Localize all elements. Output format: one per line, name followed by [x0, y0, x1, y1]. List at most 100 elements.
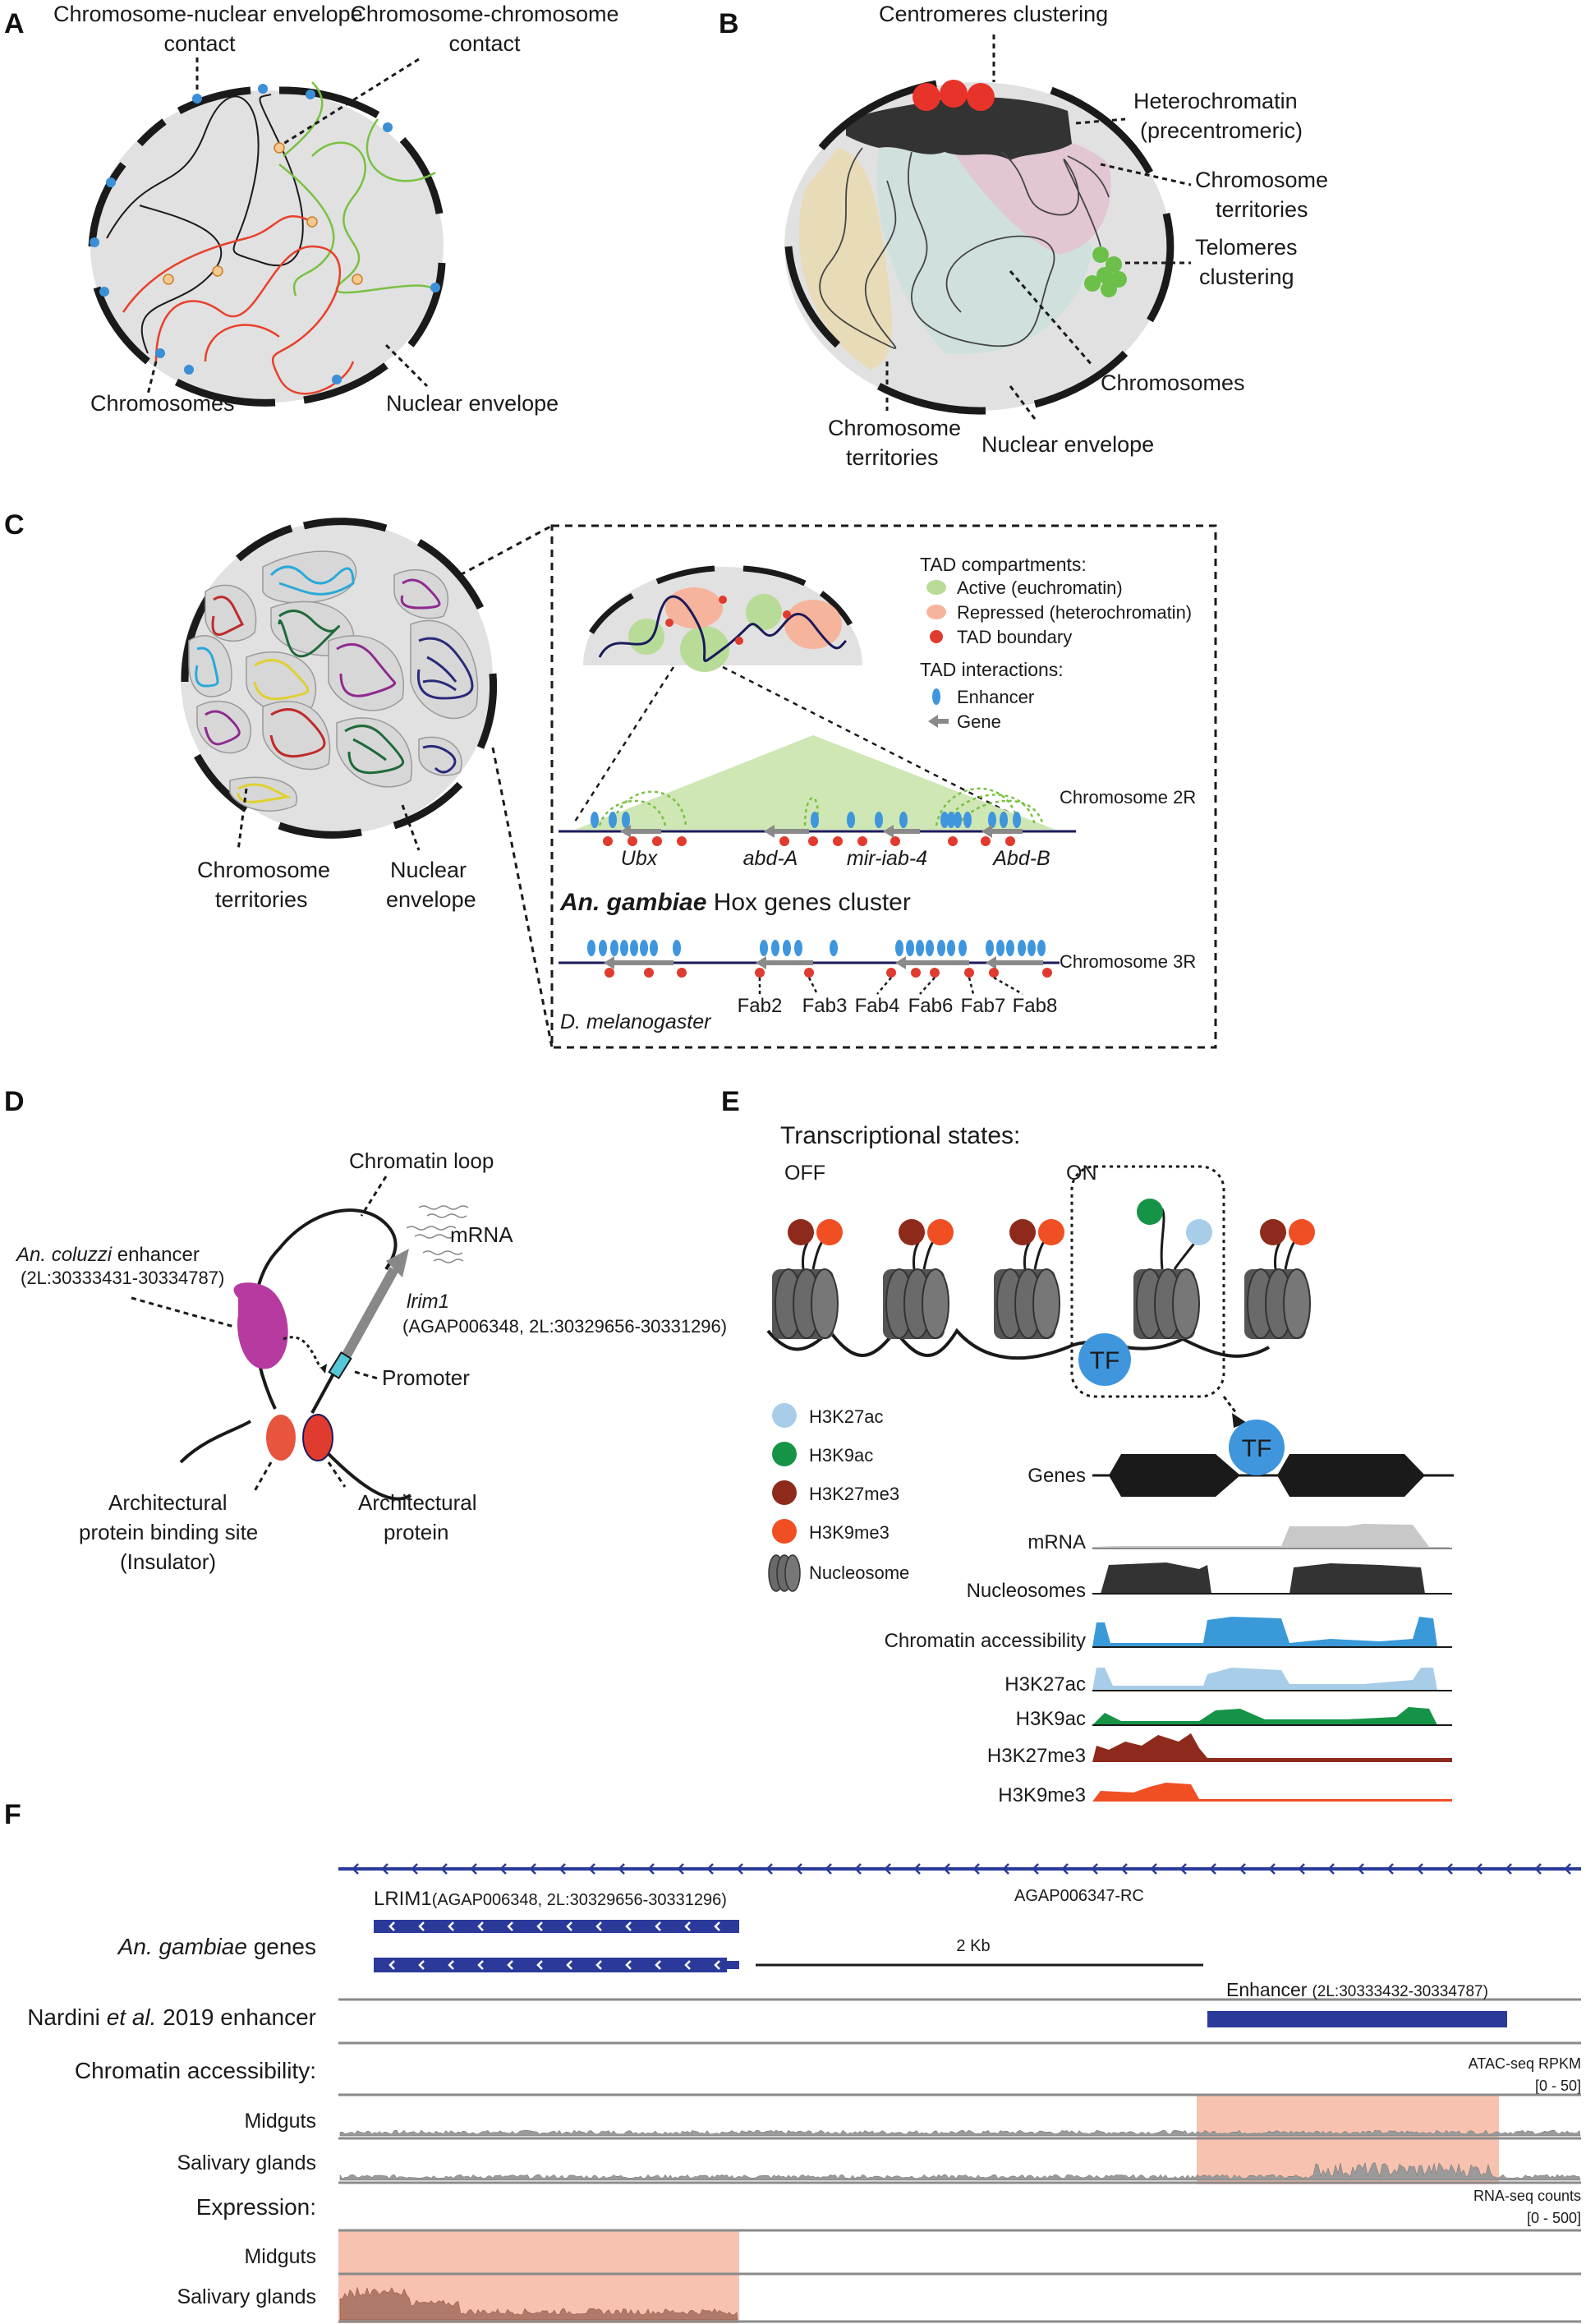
label-chromosome-2r: Chromosome 2R — [1060, 787, 1196, 808]
lrim1-transcript-1 — [374, 1920, 739, 1933]
panel-f-letter: F — [4, 1799, 21, 1830]
inset-box — [550, 524, 1217, 1049]
legend-repressed: Repressed (heterochromatin) — [957, 602, 1192, 623]
track-label-nucleosomes: Nucleosomes — [967, 1580, 1086, 1602]
label-gene-d: lrim1 — [407, 1291, 449, 1313]
atac-midguts-track — [339, 2129, 1581, 2137]
rna-salivary-track — [339, 2286, 738, 2321]
label-binding-site: Architectural — [108, 1490, 228, 1515]
label-nuclear-envelope-b: Nuclear envelope — [981, 432, 1154, 457]
legend-compartments-title: TAD compartments: — [920, 554, 1087, 575]
track-label-h3k9me3: H3K9me3 — [998, 1784, 1086, 1806]
label-off: OFF — [784, 1162, 825, 1185]
row-label-salivary-2: Salivary glands — [177, 2285, 316, 2308]
panel-c-letter: C — [4, 509, 25, 541]
label-chromosome-chromosome-contact: Chromosome-chromosome — [350, 2, 618, 26]
gene-other-label: AGAP006347-RC — [1014, 1887, 1144, 1905]
nucleosome-1 — [772, 1219, 843, 1339]
label-enhancer-d: An. coluzzi enhancer — [15, 1244, 200, 1266]
gene-lrim1-label: LRIM1(AGAP006348, 2L:30329656-30331296) — [374, 1888, 727, 1910]
row-label-expression: Expression: — [196, 2194, 316, 2220]
insulator-binding-site — [266, 1415, 296, 1461]
enhancer-blob — [233, 1282, 288, 1369]
fab-label-7: Fab7 — [961, 995, 1006, 1017]
enhancers-2r — [591, 812, 1021, 828]
label-chromosomes-b: Chromosomes — [1101, 370, 1245, 395]
label-territories-b-bottom-2: territories — [846, 445, 939, 470]
genes-2r — [620, 825, 1023, 838]
half-nucleus-c — [583, 565, 862, 672]
label-chromosome-3r: Chromosome 3R — [1060, 951, 1196, 972]
gene-label-abd-b: Abd-B — [991, 847, 1050, 870]
transcriptional-title: Transcriptional states: — [780, 1122, 1020, 1149]
track-label-h3k9ac: H3K9ac — [1016, 1708, 1086, 1730]
tracks-e: mRNA Nucleosomes Chromatin accessibility… — [885, 1524, 1452, 1806]
label-chromosome-chromosome-contact-2: contact — [448, 31, 521, 56]
enhancer-icon — [932, 688, 940, 705]
e-legend: H3K27ac H3K9ac H3K27me3 H3K9me3 Nucleoso… — [768, 1403, 909, 1592]
label-chromosomes-a: Chromosomes — [90, 391, 235, 416]
panel-a-letter: A — [4, 8, 25, 39]
panel-a: A Chromosome-nuclear envelope contact Ch… — [4, 2, 619, 416]
panel-b-letter: B — [719, 8, 739, 39]
e-legend-label-1: H3K27ac — [809, 1406, 884, 1427]
row-label-midguts-2: Midguts — [244, 2245, 316, 2268]
nuclear-envelope-c — [181, 518, 498, 839]
track-label-h3k27ac: H3K27ac — [1004, 1673, 1086, 1696]
track-label-accessibility: Chromatin accessibility — [885, 1630, 1086, 1652]
e-legend-label-3: H3K27me3 — [809, 1484, 899, 1504]
nucleosome-5 — [1244, 1219, 1315, 1339]
track-label-h3k27me3: H3K27me3 — [987, 1745, 1086, 1767]
e-legend-label-5: Nucleosome — [809, 1562, 909, 1583]
fab-label-2: Fab2 — [738, 995, 783, 1017]
panel-e-letter: E — [721, 1086, 740, 1117]
row-label-enhancer: Nardini et al. 2019 enhancer — [27, 2004, 316, 2030]
label-envelope-c: Nuclear — [390, 858, 467, 882]
label-telomeres-b-2: clustering — [1199, 265, 1294, 289]
legend-interactions-title: TAD interactions: — [920, 659, 1064, 680]
fab-label-3: Fab3 — [802, 995, 848, 1017]
panel-f: F LRIM1(AGAP006348, 2L:30329656-30331296… — [4, 1799, 1581, 2323]
hox-cluster-title: An. gambiae Hox genes cluster — [559, 889, 911, 916]
rna-range: [0 - 500] — [1527, 2210, 1581, 2226]
scale-label: 2 Kb — [956, 1937, 990, 1955]
rna-label: RNA-seq counts — [1473, 2188, 1581, 2204]
mrna-squiggles — [406, 1205, 469, 1263]
panel-b: B Centromeres clustering — [719, 2, 1328, 470]
gene-track-f: LRIM1(AGAP006348, 2L:30329656-30331296) … — [338, 1863, 1581, 1972]
label-mrna-d: mRNA — [450, 1222, 513, 1247]
tf-circle-1 — [1078, 1333, 1131, 1386]
species-label-3r: D. melanogaster — [560, 1010, 712, 1033]
legend-active: Active (euchromatin) — [957, 578, 1123, 598]
label-nuclear-envelope-a: Nuclear envelope — [386, 391, 559, 416]
tad-legend: TAD compartments: Active (euchromatin) R… — [920, 554, 1192, 732]
label-heterochromatin-b: Heterochromatin — [1133, 89, 1298, 113]
highlight-enhancer — [1197, 2096, 1499, 2184]
territory-chromosomes-c — [195, 565, 474, 803]
legend-gene: Gene — [957, 711, 1001, 732]
enhancer-label-f: Enhancer(2L:30333432-30334787) — [1226, 1979, 1488, 2000]
genes-track-e: Genes TF — [1027, 1420, 1454, 1497]
panel-d: D Chromatin loop mRNA An. coluzzi enhanc… — [4, 1086, 727, 1574]
label-on: ON — [1066, 1162, 1097, 1185]
gene-arrow-icon — [928, 715, 949, 728]
nucleus-a — [88, 81, 446, 407]
label-gene-coords-d: (AGAP006348, 2L:30329656-30331296) — [402, 1316, 727, 1337]
nucleosome-4-active — [1133, 1199, 1212, 1339]
nuclear-envelope-a — [88, 86, 446, 407]
legend-enhancer: Enhancer — [957, 687, 1034, 707]
label-chromatin-loop: Chromatin loop — [349, 1148, 494, 1173]
chromosome-3r: Chromosome 3R Fab2 Fab3 Fab4 Fab6 Fab7 F… — [559, 940, 1196, 1033]
atac-range: [0 - 50] — [1535, 2078, 1581, 2094]
atac-salivary-track — [339, 2161, 1581, 2181]
label-protein: Architectural — [358, 1490, 477, 1515]
architectural-protein — [302, 1414, 333, 1461]
promoter-box — [328, 1351, 352, 1379]
lrim1-transcript-arrows — [388, 1921, 720, 1970]
on-state-box — [1070, 1165, 1225, 1398]
boundaries-2r — [603, 836, 1015, 846]
label-territories-c: Chromosome — [197, 858, 330, 882]
telomere-cluster — [1084, 246, 1127, 297]
nucleus-b — [784, 80, 1175, 415]
